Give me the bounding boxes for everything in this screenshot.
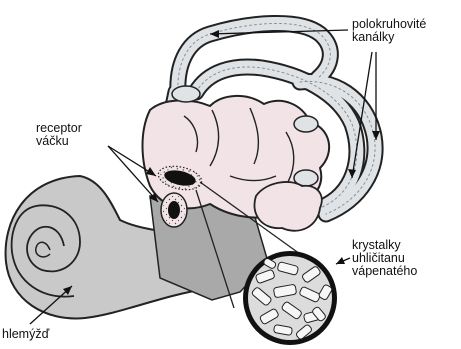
label-semicircular-canals: polokruhovité kanálky [352,18,426,44]
label-line: kanálky [352,31,426,44]
label-utricle-receptor: receptor váčku [36,122,82,148]
label-line: vápenatého [352,265,417,278]
crystals-magnified [243,251,337,345]
label-line: hlemýžď [2,328,49,341]
label-crystals: krystalky uhličitanu vápenatého [352,239,417,278]
label-line: váčku [36,135,82,148]
label-cochlea: hlemýžď [2,328,49,341]
saccule-lobes [254,182,321,231]
